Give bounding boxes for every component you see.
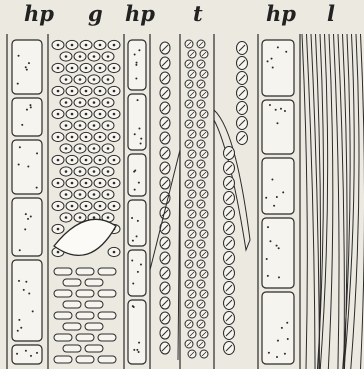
parenchyma-cell (12, 140, 42, 194)
phloem-parenchyma-column-right (262, 40, 294, 364)
libriform-fiber-bundle (302, 34, 364, 369)
label-t: t (193, 3, 203, 25)
phloem-parenchyma-column-middle (128, 40, 146, 364)
label-hp-right: hp (266, 3, 296, 25)
parenchyma-cell (128, 200, 146, 246)
parenchyma-cell (262, 40, 294, 96)
parenchyma-cell (262, 292, 294, 364)
sieve-tube-column (185, 40, 208, 358)
parenchyma-cell (262, 100, 294, 154)
pitted-tracheid-column (150, 42, 180, 360)
parenchyma-cell (12, 98, 42, 136)
gum-cell-column (52, 40, 120, 363)
pitted-fiber-column (214, 42, 250, 355)
label-g: g (88, 3, 103, 25)
label-hp-left: hp (24, 3, 54, 25)
parenchyma-cell (128, 94, 146, 150)
phloem-parenchyma-column-left (12, 40, 42, 364)
parenchyma-cell (12, 198, 42, 256)
parenchyma-cell (128, 154, 146, 196)
parenchyma-cell (12, 40, 42, 94)
outline-layer (7, 34, 300, 369)
label-l: l (327, 3, 335, 25)
parenchyma-cell (128, 300, 146, 364)
parenchyma-cell (262, 158, 294, 214)
parenchyma-cell (12, 260, 42, 341)
label-hp-middle: hp (125, 3, 155, 25)
parenchyma-cell (128, 250, 146, 296)
